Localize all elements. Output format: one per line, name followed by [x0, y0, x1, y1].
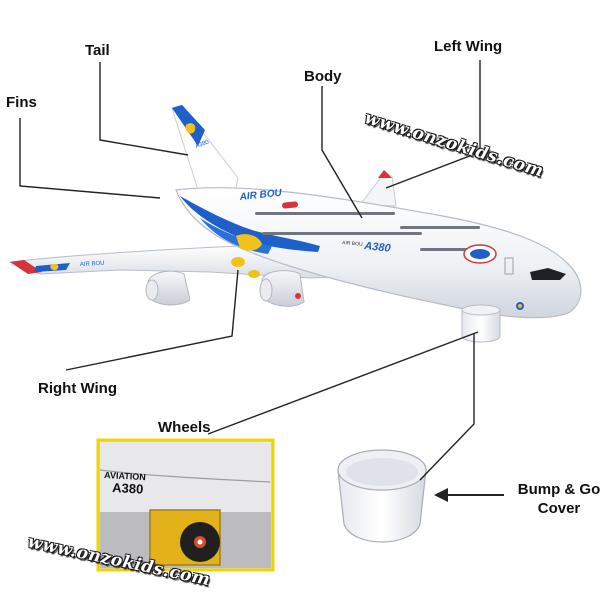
fuselage-shape: AIR BOU AIR BOU A380 — [175, 187, 582, 319]
cover-cap — [337, 449, 427, 543]
wheels-label: Wheels — [158, 419, 211, 436]
fuselage-brand-text: AIR BOU — [238, 188, 283, 204]
fuselage-small-text: AIR BOU — [342, 240, 363, 248]
body-label: Body — [304, 68, 342, 85]
svg-text:AIR BOU: AIR BOU — [80, 261, 105, 268]
fins-label: Fins — [6, 94, 37, 111]
cover-arrow — [434, 488, 504, 502]
left-wing-label: Left Wing — [434, 38, 503, 55]
tail-shape: A380 — [171, 104, 239, 191]
tail-leader-line — [99, 62, 189, 156]
wheel-closeup: AVIATION A380 — [96, 438, 275, 572]
right-wing-label: Right Wing — [38, 380, 118, 397]
body-leader-line — [321, 86, 363, 219]
svg-text:A380: A380 — [195, 139, 211, 150]
inset-text-line1: AVIATION — [104, 470, 146, 482]
fins-leader-line — [19, 118, 161, 199]
left-wing-leader-line — [385, 60, 481, 189]
right-wing-leader-line — [65, 269, 239, 371]
left-wing-shape — [359, 170, 397, 207]
engine-shapes — [145, 257, 305, 307]
tail-label: Tail — [85, 42, 110, 59]
fuselage-model-text: A380 — [363, 240, 392, 255]
wheels-leader-line — [207, 331, 479, 435]
inset-text-line2: A380 — [112, 480, 144, 497]
bump-go-cover-text: Bump & Go Cover — [517, 481, 600, 517]
cover-leader-line — [419, 334, 475, 481]
leader-lines — [19, 60, 481, 481]
bump-go-cover-label: Bump & Go Cover — [504, 480, 600, 518]
